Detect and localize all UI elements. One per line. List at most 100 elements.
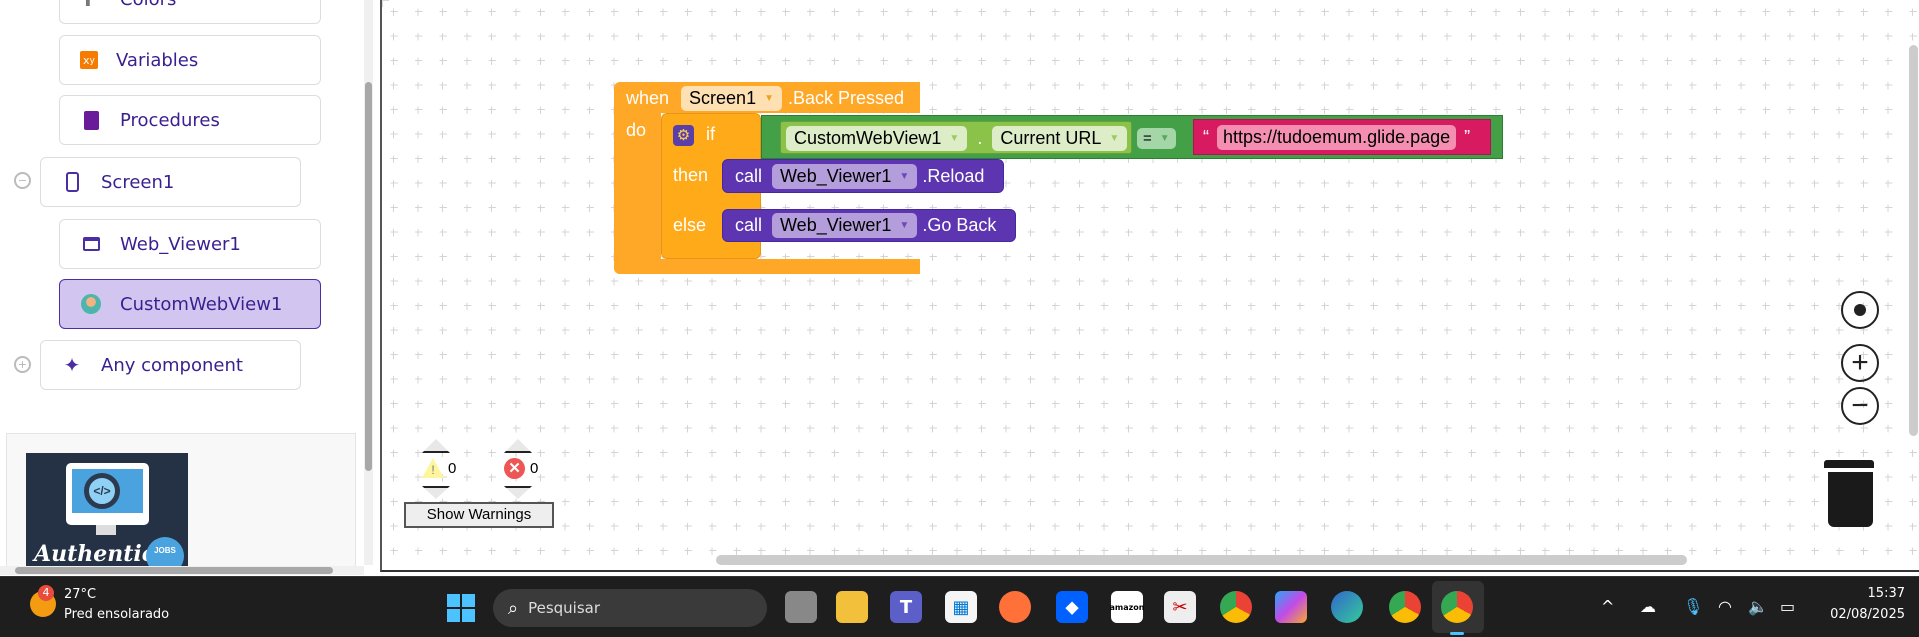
sidebar-item-label: CustomWebView1 [120,293,283,315]
screen-dropdown[interactable]: Screen1 ▼ [681,85,782,111]
chevron-down-icon: ▼ [949,132,960,144]
firefox-icon[interactable] [999,591,1031,623]
expand-toggle-icon[interactable]: + [14,356,31,373]
sidebar-item-label: Any component [101,354,243,376]
sidebar-item-screen1[interactable]: Screen1 [40,157,301,207]
wifi-icon[interactable]: ◠ [1718,597,1732,616]
error-icon: ✕ [504,458,525,479]
onedrive-cloud-icon[interactable]: ☁ [1640,597,1656,616]
microphone-icon[interactable]: 🎙 [1683,597,1704,616]
volume-icon[interactable]: 🔈 [1748,597,1768,616]
chrome-active-icon[interactable] [1441,591,1473,623]
close-quote: ” [1464,127,1471,147]
workspace-horizontal-scrollbar[interactable] [716,555,1687,565]
ad-image[interactable]: </> Authentic JOBS [26,453,188,569]
procedures-icon [80,109,102,131]
sidebar-item-procedures[interactable]: Procedures [59,95,321,145]
snipping-tool-icon[interactable]: ✂ [1164,591,1196,623]
chevron-down-icon: ▼ [899,219,910,231]
gear-icon[interactable]: ⚙ [673,125,694,146]
windows-start-icon[interactable] [447,594,475,622]
windows-taskbar: 4 27°C Pred ensolarado ⌕ Pesquisar T ▦ ⬥… [0,576,1919,637]
error-count: 0 [530,460,539,477]
dropdown-value: Screen1 [689,87,757,108]
component-dropdown[interactable]: Web_Viewer1 ▼ [772,163,918,189]
teams-icon[interactable]: T [890,591,922,623]
search-placeholder: Pesquisar [528,599,601,617]
sidebar-item-colors[interactable]: F Colors [59,0,321,24]
call-label: call [735,214,763,235]
avatar-icon [80,293,102,315]
sidebar-item-label: Screen1 [101,171,175,193]
chrome-profile-icon[interactable] [1389,591,1421,623]
dot-label: . [977,127,983,148]
event-block-body [614,112,661,274]
sidebar-item-label: Variables [116,49,199,71]
sparkle-icon: ✦ [63,353,81,377]
amazon-icon[interactable]: amazon [1110,591,1145,623]
dropdown-value: Web_Viewer1 [780,165,892,186]
edge-icon[interactable] [1331,591,1363,623]
collapse-toggle-icon[interactable]: − [14,172,31,189]
property-dropdown[interactable]: Current URL▼ [992,125,1128,151]
chrome-icon[interactable] [1220,591,1252,623]
trash-lid-icon [1824,460,1874,468]
sidebar-vertical-scrollbar[interactable] [364,0,373,565]
phone-icon [61,171,83,193]
task-view-icon[interactable] [785,591,817,623]
clock-date[interactable]: 02/08/2025 [1830,607,1905,622]
scrollbar-thumb[interactable] [365,82,372,471]
active-indicator [1450,632,1464,635]
zoom-out-icon[interactable]: − [1841,387,1879,425]
sidebar-item-customwebview1[interactable]: CustomWebView1 [59,279,321,329]
event-block-bottom [614,259,920,274]
warning-count: 0 [448,460,457,477]
component-dropdown[interactable]: Web_Viewer1▼ [772,212,918,238]
show-warnings-button[interactable]: Show Warnings [404,502,554,528]
show-hidden-icons-icon[interactable]: ^ [1601,597,1615,616]
open-quote: “ [1203,127,1209,147]
dropdown-value: = [1143,129,1152,147]
search-icon: ⌕ [508,597,519,619]
clock-time[interactable]: 15:37 [1867,586,1905,601]
dropdown-value: Current URL [1000,127,1102,148]
if-label: if [706,123,715,144]
do-label: do [626,119,647,140]
sidebar-item-any-component[interactable]: ✦ Any component [40,340,301,390]
sidebar-horizontal-scrollbar[interactable] [0,566,364,575]
trash-icon[interactable] [1828,472,1873,527]
recenter-target-icon[interactable] [1841,291,1879,329]
ad-badge: JOBS [146,537,184,569]
colors-icon: F [80,0,102,11]
sidebar-item-label: Colors [120,0,176,10]
taskbar-search[interactable]: ⌕ Pesquisar [493,589,767,627]
then-label: then [673,164,709,185]
sidebar-item-label: Procedures [120,109,220,131]
call-label: call [735,165,763,186]
zoom-in-icon[interactable]: + [1841,344,1879,382]
weather-temp: 27°C [64,587,97,602]
blocks-sidebar: F Colors xy Variables Procedures − Scree… [0,0,377,576]
dropbox-icon[interactable]: ⬥ [1056,591,1088,623]
sidebar-item-web-viewer1[interactable]: Web_Viewer1 [59,219,321,269]
component-dropdown[interactable]: CustomWebView1 ▼ [786,125,968,151]
ad-panel: </> Authentic JOBS [6,433,356,569]
dropdown-value: CustomWebView1 [794,127,942,148]
text-value-field[interactable]: https://tudoemum.glide.page [1217,125,1457,150]
weather-desc: Pred ensolarado [64,607,170,622]
scrollbar-thumb[interactable] [15,567,333,574]
window-icon [80,233,102,255]
chevron-down-icon: ▼ [764,92,774,104]
ad-logo-text: Authentic [34,541,156,567]
method-name: .Go Back [922,214,997,235]
battery-icon[interactable]: ▭ [1780,597,1796,616]
file-explorer-icon[interactable] [836,591,868,623]
copilot-icon[interactable] [1275,591,1307,623]
operator-dropdown[interactable]: =▼ [1137,127,1176,149]
workspace-vertical-scrollbar[interactable] [1909,45,1918,436]
microsoft-store-icon[interactable]: ▦ [945,591,977,623]
event-name: .Back Pressed [787,87,905,108]
chevron-down-icon: ▼ [899,170,910,182]
